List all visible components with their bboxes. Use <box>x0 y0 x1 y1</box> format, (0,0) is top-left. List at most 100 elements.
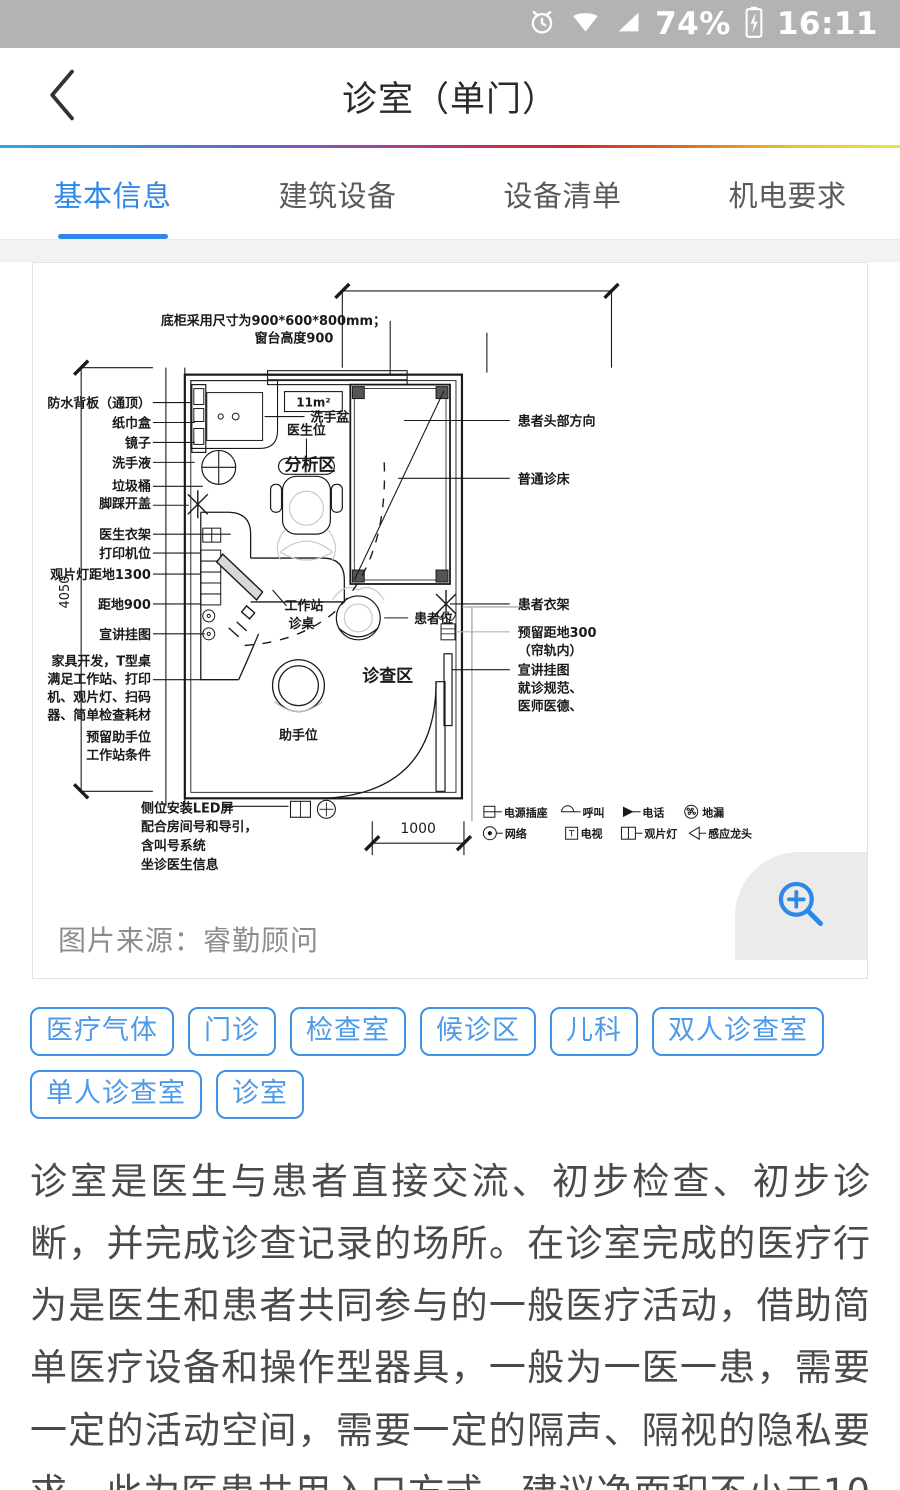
plan-label-doctor-coat-rack: 医生衣架 <box>99 527 151 543</box>
legend-item-floor-drain <box>684 804 699 819</box>
plan-label-printer-position: 打印机位 <box>99 546 151 562</box>
legend-item-network <box>482 826 503 841</box>
plan-label-hand-soap: 洗手液 <box>112 455 151 471</box>
plan-label-wallchart-right-line2: 就诊规范、 <box>518 681 583 697</box>
wifi-icon <box>570 7 601 41</box>
plan-legend: 电源插座 呼叫 电话 <box>482 804 752 841</box>
tag-chip[interactable]: 检查室 <box>290 1007 406 1056</box>
plan-label-consult-desk: 诊桌 <box>289 616 315 632</box>
tag-list: 医疗气体 门诊 检查室 候诊区 儿科 双人诊查室 单人诊查室 诊室 <box>0 979 900 1125</box>
plan-label-exam-bed: 普通诊床 <box>518 471 570 487</box>
title-bar: 诊室（单门） <box>0 48 900 145</box>
legend-label-tv: 电视 <box>581 827 603 841</box>
floor-plan-svg: 底柜采用尺寸为900*600*800mm； 窗台高度900 4050 1000 … <box>46 282 752 873</box>
plan-label-reserve-300-line1: 预留距地300 <box>518 625 597 641</box>
section-gap <box>0 240 900 262</box>
legend-label-call: 呼叫 <box>583 805 605 819</box>
plan-label-furniture-line3: 机、观片灯、扫码 <box>47 690 151 706</box>
plan-label-backboard: 防水背板（通顶） <box>47 396 151 412</box>
legend-label-sensor-faucet: 感应龙头 <box>708 827 752 841</box>
plan-top-note-line1: 底柜采用尺寸为900*600*800mm； <box>161 313 386 329</box>
page-title: 诊室（单门） <box>341 80 558 120</box>
plan-dimension-door: 1000 <box>400 821 435 837</box>
tab-basic-info[interactable]: 基本信息 <box>0 148 225 239</box>
content-area: 底柜采用尺寸为900*600*800mm； 窗台高度900 4050 1000 … <box>0 262 900 1490</box>
tab-label: 建筑设备 <box>278 178 397 213</box>
legend-item-viewing-lamp <box>620 826 643 840</box>
chevron-left-icon <box>41 68 85 126</box>
plan-label-wallchart-right-line1: 宣讲挂图 <box>518 663 570 679</box>
plan-label-foot-pedal: 脚踩开盖 <box>99 496 151 512</box>
tag-chip[interactable]: 儿科 <box>550 1007 638 1056</box>
tag-chip[interactable]: 门诊 <box>188 1007 276 1056</box>
plan-label-tissue-box: 纸巾盒 <box>112 415 152 431</box>
tag-chip[interactable]: 单人诊查室 <box>30 1070 202 1119</box>
image-source-label: 图片来源：睿勤顾问 <box>58 924 320 957</box>
plan-label-wallchart-right-line3: 医师医德、 <box>518 699 583 715</box>
plan-label-height-900: 距地900 <box>98 597 151 613</box>
legend-label-telephone: 电话 <box>642 805 664 819</box>
plan-label-led-line4: 坐诊医生信息 <box>141 857 219 873</box>
plan-label-wallchart-left: 宣讲挂图 <box>99 627 151 643</box>
tag-chip[interactable]: 诊室 <box>216 1070 304 1119</box>
tab-bar: 基本信息 建筑设备 设备清单 机电要求 <box>0 148 900 240</box>
floor-plan-card[interactable]: 底柜采用尺寸为900*600*800mm； 窗台高度900 4050 1000 … <box>32 262 868 979</box>
plan-label-patient-seat: 患者位 <box>414 611 453 627</box>
legend-item-tv: T <box>565 826 579 840</box>
plan-label-led-line3: 含叫号系统 <box>140 838 206 854</box>
plan-label-workstation: 工作站 <box>285 598 324 614</box>
legend-label-floor-drain: 地漏 <box>702 805 724 819</box>
gradient-divider <box>0 145 900 148</box>
tab-label: 设备清单 <box>503 178 622 213</box>
tag-chip[interactable]: 医疗气体 <box>30 1007 174 1056</box>
plan-label-furniture-line1: 家具开发，T型桌 <box>52 654 151 670</box>
signal-icon <box>614 7 642 41</box>
plan-label-doctor-seat: 医生位 <box>287 422 326 438</box>
legend-label-viewing-lamp: 观片灯 <box>644 827 677 841</box>
battery-percent-label: 74% <box>655 5 731 42</box>
zoom-in-icon <box>773 876 829 936</box>
plan-label-assistant-seat: 助手位 <box>279 728 318 744</box>
tab-indicator <box>57 234 168 239</box>
plan-label-led-line1: 侧位安装LED屏 <box>141 800 234 816</box>
svg-text:T: T <box>568 830 575 840</box>
plan-zone-exam: 诊查区 <box>362 666 413 686</box>
tag-chip[interactable]: 候诊区 <box>420 1007 536 1056</box>
legend-label-power-socket: 电源插座 <box>504 805 548 819</box>
tab-equipment-list[interactable]: 设备清单 <box>450 148 675 239</box>
plan-label-trash-bin: 垃圾桶 <box>112 478 151 494</box>
clock-label: 16:11 <box>776 5 878 42</box>
plan-label-mirror: 镜子 <box>125 435 151 451</box>
tab-mep-requirements[interactable]: 机电要求 <box>675 148 900 239</box>
zoom-image-button[interactable] <box>735 852 867 960</box>
legend-item-sensor-faucet <box>688 826 707 841</box>
plan-zone-analysis: 分析区 <box>285 454 336 474</box>
plan-label-furniture-line4: 器、简单检查耗材 <box>46 708 151 724</box>
plan-label-patient-head-direction: 患者头部方向 <box>518 413 596 429</box>
plan-dimension-vertical: 4050 <box>58 575 73 608</box>
tab-label: 机电要求 <box>728 178 847 213</box>
tab-building-equipment[interactable]: 建筑设备 <box>225 148 450 239</box>
plan-label-assistant-reserve-line2: 工作站条件 <box>86 747 151 763</box>
plan-top-note-line2: 窗台高度900 <box>255 331 334 347</box>
tag-chip[interactable]: 双人诊查室 <box>652 1007 824 1056</box>
battery-icon <box>744 6 764 42</box>
tab-label: 基本信息 <box>53 178 172 213</box>
floor-plan-drawing: 底柜采用尺寸为900*600*800mm； 窗台高度900 4050 1000 … <box>33 263 867 900</box>
description-text: 诊室是医生与患者直接交流、初步检查、初步诊断，并完成诊查记录的场所。在诊室完成的… <box>0 1125 900 1490</box>
plan-label-washbasin: 洗手盆 <box>310 410 350 426</box>
plan-label-assistant-reserve-line1: 预留助手位 <box>86 729 151 745</box>
plan-label-reserve-300-line2: （帘轨内） <box>518 643 583 659</box>
legend-label-network: 网络 <box>505 827 527 841</box>
plan-label-led-line2: 配合房间号和导引， <box>141 819 257 835</box>
back-button[interactable] <box>34 68 92 126</box>
status-bar: 74% 16:11 <box>0 0 900 48</box>
legend-item-power-socket <box>483 805 502 818</box>
alarm-icon <box>527 7 557 41</box>
plan-area-badge: 11m² <box>296 396 330 410</box>
plan-label-patient-coat-rack: 患者衣架 <box>518 597 570 613</box>
plan-label-furniture-line2: 满足工作站、打印 <box>47 672 151 688</box>
legend-item-telephone <box>622 806 641 818</box>
legend-item-call <box>561 805 581 813</box>
